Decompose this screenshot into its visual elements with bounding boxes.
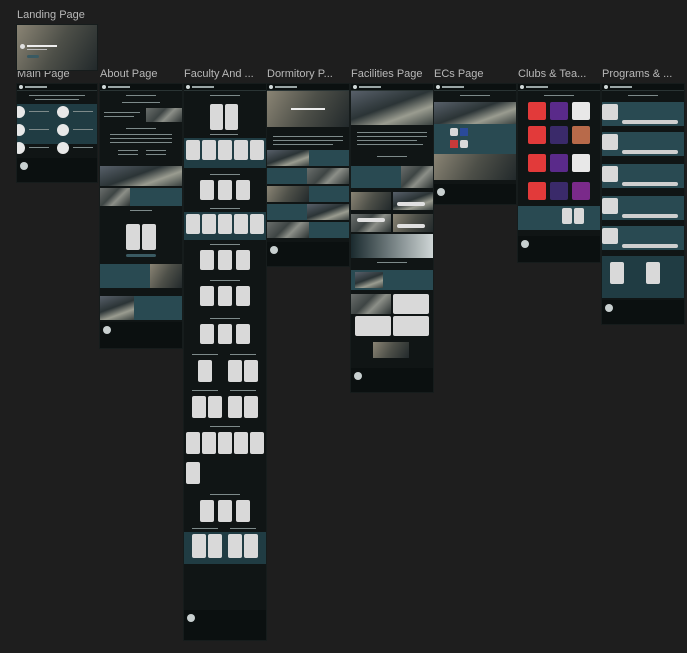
- facilities-nav: [351, 84, 433, 91]
- about-banner-1: [130, 188, 182, 206]
- dormitory-footer: [267, 242, 349, 266]
- about-card-2[interactable]: [142, 224, 156, 250]
- club-logo-10[interactable]: [528, 182, 546, 200]
- main-circle-6[interactable]: [57, 142, 69, 154]
- ecs-image-2: [434, 154, 516, 180]
- about-image-4: [150, 264, 182, 288]
- facilities-image-6: [355, 272, 383, 288]
- frame-label-about[interactable]: About Page: [100, 68, 158, 80]
- club-logo-6[interactable]: [572, 126, 590, 144]
- frame-clubs[interactable]: [518, 84, 600, 262]
- ecs-image-1: [434, 102, 516, 124]
- about-image-5: [100, 296, 134, 320]
- faculty-footer: [184, 610, 266, 640]
- club-logo-5[interactable]: [550, 126, 568, 144]
- frame-ecs[interactable]: [434, 84, 516, 204]
- faculty-card-top-2[interactable]: [225, 104, 238, 130]
- landing-hero-image: [17, 25, 97, 70]
- landing-enter-button[interactable]: [27, 55, 39, 58]
- frame-main[interactable]: [17, 84, 97, 182]
- clubs-nav: [518, 84, 600, 91]
- about-footer: [100, 322, 182, 348]
- programs-nav: [602, 84, 684, 91]
- frame-programs[interactable]: [602, 84, 684, 324]
- about-button-1[interactable]: [126, 254, 156, 257]
- facilities-button-3[interactable]: [397, 224, 425, 228]
- main-circle-2[interactable]: [17, 124, 25, 136]
- main-nav: [17, 84, 97, 91]
- frame-label-landing[interactable]: Landing Page: [17, 9, 85, 21]
- facilities-image-7: [351, 294, 391, 314]
- main-footer: [17, 158, 97, 182]
- faculty-card-top-1[interactable]: [210, 104, 223, 130]
- club-logo-7[interactable]: [528, 154, 546, 172]
- clubs-footer: [518, 236, 600, 262]
- frame-label-ecs[interactable]: ECs Page: [434, 68, 484, 80]
- programs-footer: [602, 300, 684, 324]
- frame-facilities[interactable]: [351, 84, 433, 392]
- facilities-image-2: [351, 192, 391, 210]
- frame-label-facilities[interactable]: Facilities Page: [351, 68, 423, 80]
- dormitory-image-5: [267, 222, 309, 238]
- club-logo-8[interactable]: [550, 154, 568, 172]
- frame-label-faculty[interactable]: Faculty And ...: [184, 68, 254, 80]
- dormitory-image-1: [267, 150, 309, 166]
- frame-landing[interactable]: [17, 25, 97, 70]
- landing-logo-icon: [20, 44, 25, 49]
- facilities-image-5: [393, 214, 433, 232]
- about-nav: [100, 84, 182, 91]
- landing-subtitle-bar: [27, 49, 47, 50]
- about-banner-2: [100, 264, 150, 288]
- facilities-hero-image: [351, 91, 433, 125]
- facilities-gradient-banner: [351, 234, 433, 258]
- main-circle-3[interactable]: [17, 142, 25, 154]
- club-logo-9[interactable]: [572, 154, 590, 172]
- frame-about[interactable]: [100, 84, 182, 348]
- landing-title-bar: [27, 45, 57, 47]
- dormitory-image-2: [307, 168, 349, 184]
- about-image-3: [100, 188, 130, 206]
- main-circle-4[interactable]: [57, 106, 69, 118]
- facilities-footer: [351, 368, 433, 392]
- dormitory-nav: [267, 84, 349, 91]
- dormitory-image-4: [307, 204, 349, 220]
- faculty-nav: [184, 84, 266, 91]
- facilities-image-4: [351, 214, 391, 232]
- frame-label-programs[interactable]: Programs & ...: [602, 68, 673, 80]
- frame-faculty[interactable]: [184, 84, 266, 640]
- about-banner-3: [134, 296, 182, 320]
- club-logo-1[interactable]: [528, 102, 546, 120]
- frame-label-main[interactable]: Main Page: [17, 68, 70, 80]
- club-logo-12[interactable]: [572, 182, 590, 200]
- facilities-button-1[interactable]: [397, 202, 425, 206]
- ecs-nav: [434, 84, 516, 91]
- frame-label-clubs[interactable]: Clubs & Tea...: [518, 68, 587, 80]
- facilities-button-2[interactable]: [357, 218, 385, 222]
- club-logo-11[interactable]: [550, 182, 568, 200]
- facilities-image-8: [373, 342, 409, 358]
- ecs-footer: [434, 184, 516, 204]
- main-circle-1[interactable]: [17, 106, 25, 118]
- club-logo-4[interactable]: [528, 126, 546, 144]
- club-logo-3[interactable]: [572, 102, 590, 120]
- club-logo-2[interactable]: [550, 102, 568, 120]
- about-image-1: [146, 108, 182, 122]
- facilities-image-1: [401, 166, 433, 188]
- facilities-image-3: [393, 192, 433, 210]
- frame-label-dormitory[interactable]: Dormitory P...: [267, 68, 333, 80]
- about-card-1[interactable]: [126, 224, 140, 250]
- frame-dormitory[interactable]: [267, 84, 349, 266]
- about-image-2: [100, 166, 182, 186]
- dormitory-image-3: [267, 186, 309, 202]
- main-circle-5[interactable]: [57, 124, 69, 136]
